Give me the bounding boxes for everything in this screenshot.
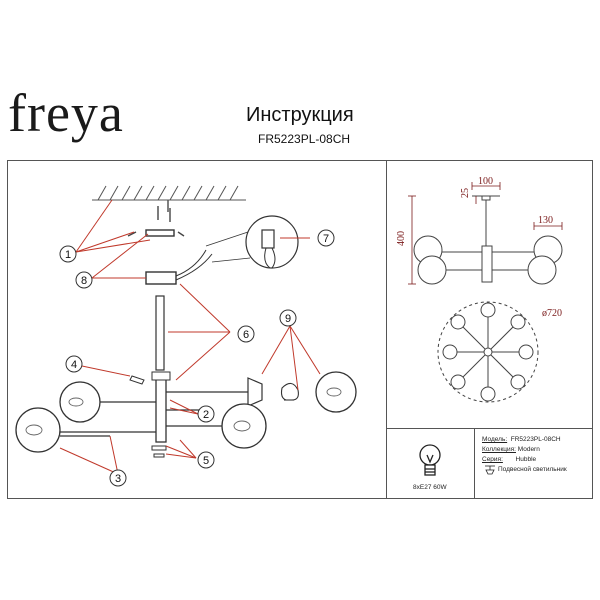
spec-model: Модель: FR5223PL-08CH bbox=[482, 436, 561, 443]
diagram-frame bbox=[7, 160, 593, 499]
spec-series: Серия: Hubble bbox=[482, 456, 537, 463]
pendant-icon bbox=[485, 465, 495, 475]
callout-7: 7 bbox=[323, 233, 329, 245]
callout-1: 1 bbox=[65, 249, 71, 261]
callout-2: 2 bbox=[203, 409, 209, 421]
model-code: FR5223PL-08CH bbox=[258, 132, 351, 146]
bulb-icon bbox=[280, 382, 299, 401]
side-view bbox=[413, 195, 563, 285]
frame-divider-vertical bbox=[386, 160, 387, 499]
spec-divider bbox=[474, 428, 475, 499]
callout-5: 5 bbox=[203, 455, 209, 467]
top-view bbox=[437, 301, 539, 403]
frame-divider-horizontal bbox=[386, 428, 593, 429]
dim-rod-top: 25 bbox=[460, 188, 471, 198]
dim-height: 400 bbox=[396, 231, 407, 246]
dim-arm: 130 bbox=[538, 215, 553, 226]
dim-diameter: ø720 bbox=[542, 308, 562, 319]
bulb-caption: 8xE27 60W bbox=[413, 484, 447, 491]
spec-type: Подвесной светильник bbox=[498, 466, 567, 473]
bulb-spec-icon bbox=[419, 444, 441, 476]
callout-3: 3 bbox=[115, 473, 121, 485]
brand-logo: freya bbox=[8, 83, 124, 143]
spec-collection: Коллекция: Modern bbox=[482, 446, 540, 453]
callout-4: 4 bbox=[71, 359, 77, 371]
callout-8: 8 bbox=[81, 275, 87, 287]
screw-icon bbox=[127, 206, 185, 237]
ceiling-hatch-icon bbox=[92, 185, 246, 201]
callout-9: 9 bbox=[285, 313, 291, 325]
callout-6: 6 bbox=[243, 329, 249, 341]
dim-canopy: 100 bbox=[478, 176, 493, 187]
page-title: Инструкция bbox=[246, 104, 354, 126]
